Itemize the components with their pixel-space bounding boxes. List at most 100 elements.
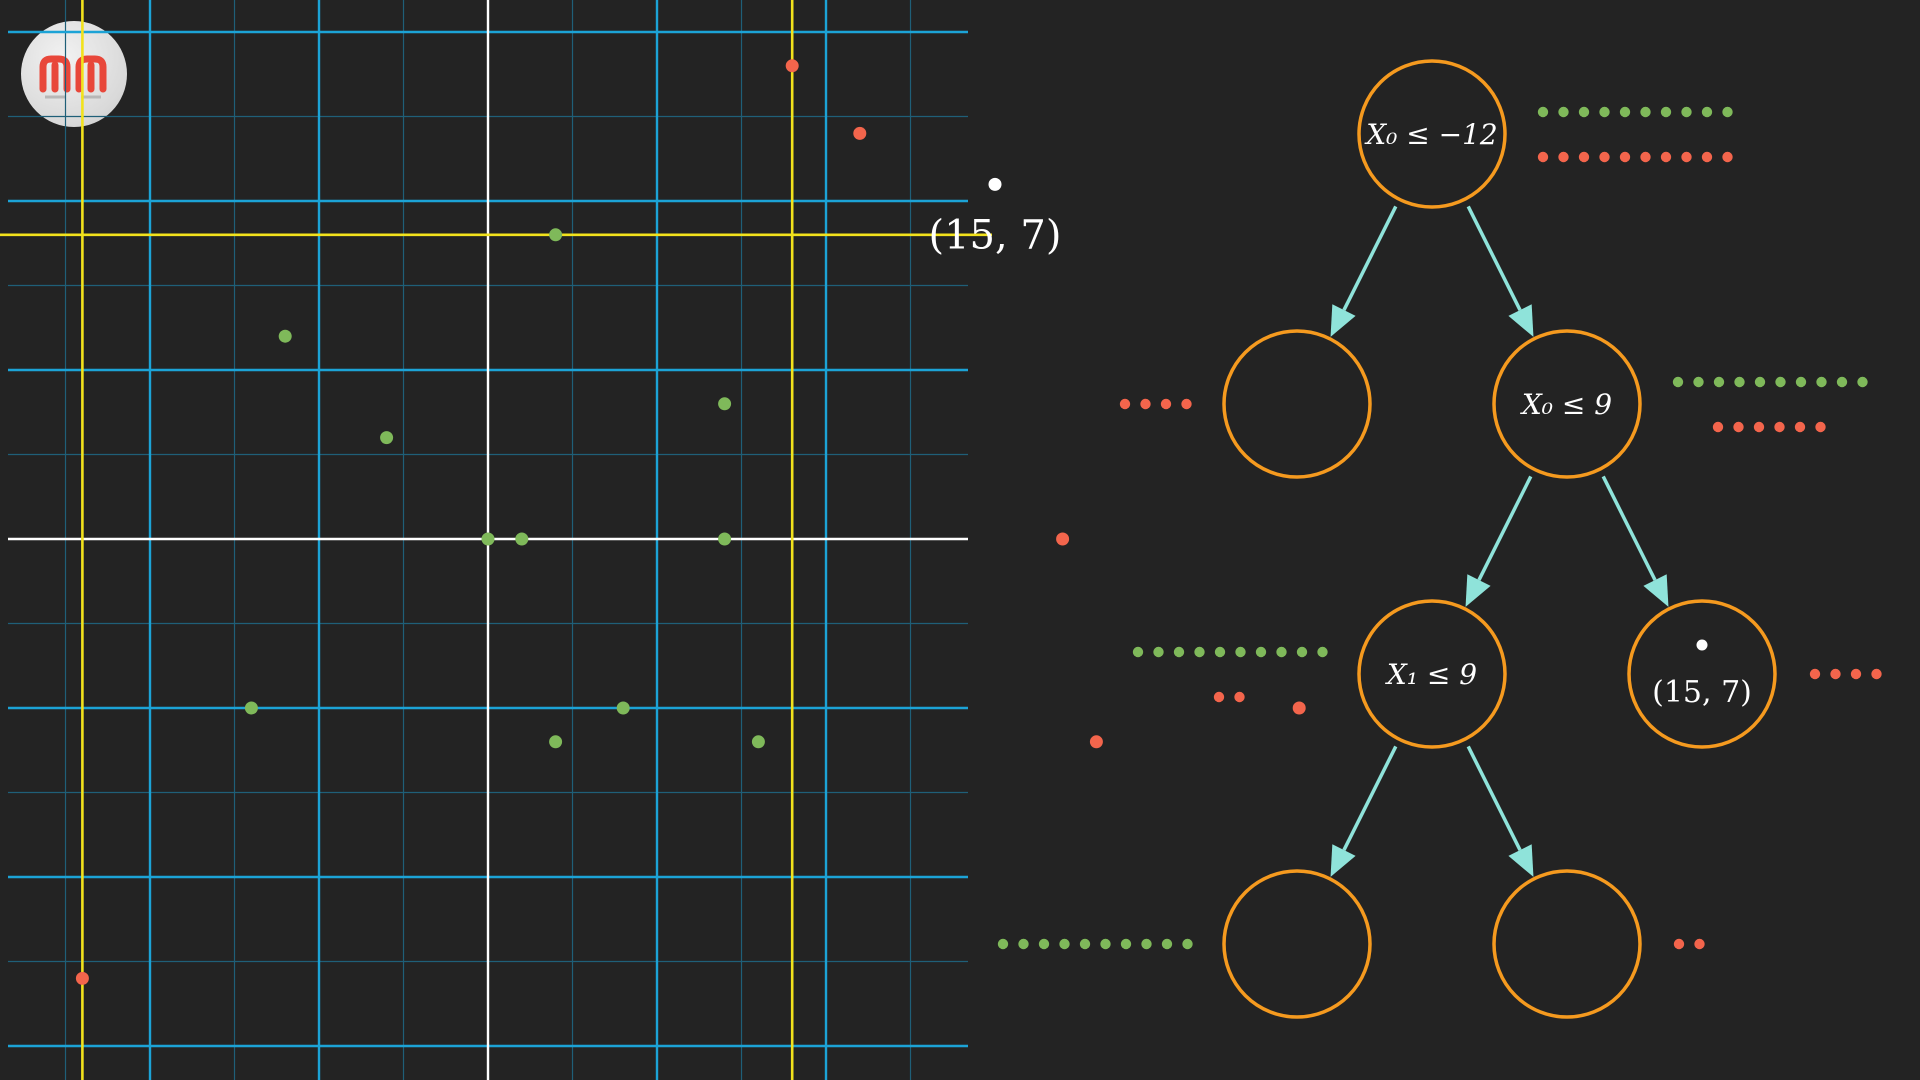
red-count-dot [1181,398,1192,410]
green-point [380,431,394,445]
green-count-dot [1713,376,1725,388]
query-point [988,177,1002,191]
red-count-dot [1753,421,1765,433]
tree-edge [1466,205,1522,311]
scatter-plot: (15, 7) [0,0,1306,1080]
green-count-dot [1734,376,1745,388]
green-count-dot [1775,376,1786,388]
green-count-dot [1276,646,1287,658]
red-count-dot [1619,151,1631,163]
data-points [75,59,1306,985]
tree-edge [1342,745,1398,851]
green-point [515,532,529,546]
arrow-head-icon [1508,844,1534,877]
green-count-dot [1296,646,1308,658]
green-count-dot [1120,938,1132,950]
green-count-dot [1701,106,1713,118]
red-count-dot [1119,398,1131,410]
green-count-dot [1693,376,1704,388]
green-count-dot [1059,938,1070,950]
tree-node-root [1357,59,1507,209]
green-count-dot [1754,376,1766,388]
red-count-dot [1160,398,1172,410]
green-count-dot [1100,938,1111,950]
arrow-head-icon [1643,574,1669,607]
tree-edge [1601,475,1657,581]
tree-node-leaf-left-1 [1222,329,1372,479]
green-count-dot [1722,106,1733,118]
red-count-dot [1681,151,1692,163]
tree-edges [1330,205,1669,877]
red-point [1056,532,1070,546]
red-count-dot [1850,668,1862,680]
red-point [75,971,89,985]
green-count-dot [1018,938,1029,950]
arrow-head-icon [1465,574,1491,607]
arrow-head-icon [1330,304,1356,337]
tree-node-leaf-right-3 [1492,869,1642,1019]
red-count-dot [1234,691,1245,703]
red-count-dot [1537,151,1549,163]
green-count-dot [1161,938,1173,950]
arrow-head-icon [1330,844,1356,877]
red-point [785,59,799,73]
red-count-dot [1871,668,1882,680]
red-count-dot [1140,398,1151,410]
green-count-dot [1182,938,1193,950]
red-point [853,126,867,140]
green-count-dot [1857,376,1868,388]
tree-node-label: (15, 7) [1652,675,1752,710]
red-count-dot [1701,151,1713,163]
class-count-dots [997,106,1882,950]
green-count-dot [1836,376,1848,388]
green-count-dot [1173,646,1185,658]
green-count-dot [1672,376,1684,388]
red-count-dot [1733,421,1744,433]
red-count-dot [1558,151,1569,163]
tree-edge [1466,745,1522,851]
green-point [751,735,765,749]
green-point [718,397,732,411]
green-point [616,701,630,715]
red-count-dot [1694,938,1705,950]
green-count-dot [1235,646,1246,658]
green-count-dot [1640,106,1651,118]
green-count-dot [1079,938,1091,950]
green-point [481,532,495,546]
red-count-dot [1673,938,1685,950]
green-count-dot [1537,106,1549,118]
green-count-dot [1681,106,1692,118]
green-point [244,701,258,715]
green-count-dot [1619,106,1631,118]
green-count-dot [1558,106,1569,118]
green-count-dot [1214,646,1226,658]
tree-node-split-x0-9 [1492,329,1642,479]
green-count-dot [1038,938,1050,950]
tree-node-label: X₁ ≤ 9 [1385,658,1477,691]
red-count-dot [1578,151,1590,163]
red-count-dot [1660,151,1672,163]
green-point [278,329,292,343]
tree-node-split-x1-9 [1357,599,1507,749]
red-count-dot [1213,691,1225,703]
red-count-dot [1599,151,1610,163]
red-count-dot [1794,421,1806,433]
red-point [1292,701,1306,715]
green-count-dot [1255,646,1267,658]
green-count-dot [1194,646,1205,658]
tree-node-label: X₀ ≤ 9 [1520,388,1612,421]
green-point [549,228,563,242]
green-count-dot [1599,106,1610,118]
green-count-dot [1795,376,1807,388]
red-count-dot [1722,151,1733,163]
split-lines [0,0,992,1080]
red-count-dot [1809,668,1821,680]
red-count-dot [1815,421,1826,433]
tree-edge [1477,475,1533,581]
green-count-dot [1816,376,1827,388]
tree-edge [1342,205,1398,311]
nn-logo-icon [21,21,127,127]
tree-node-leaf-left-3 [1222,869,1372,1019]
